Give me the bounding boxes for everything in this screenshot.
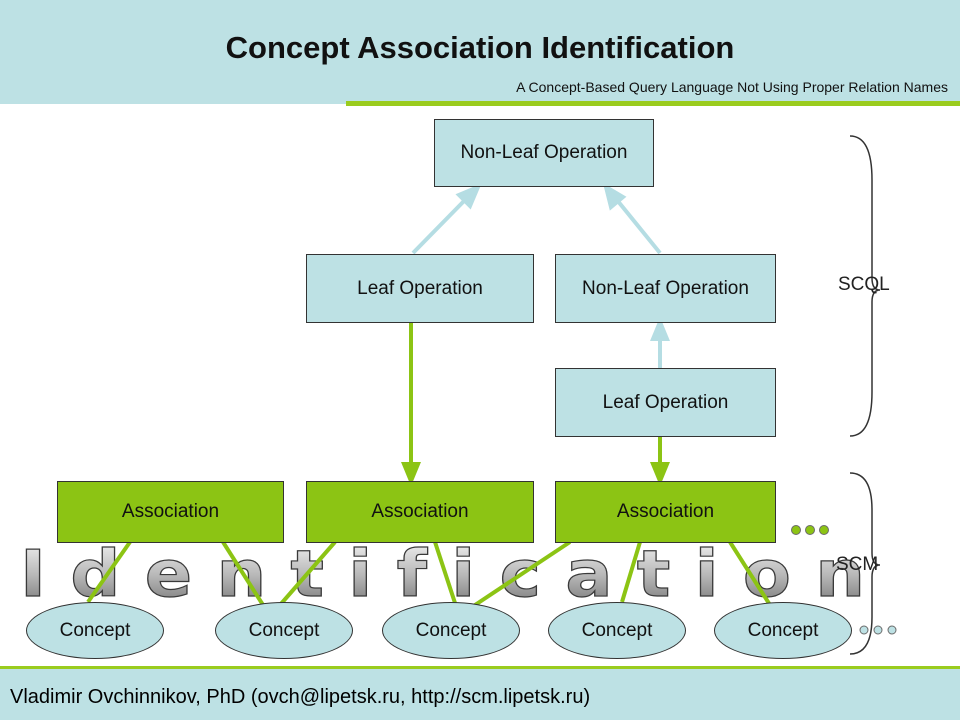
concept-ellipse-5: Concept xyxy=(714,602,852,659)
non-leaf-operation-top: Non-Leaf Operation xyxy=(434,119,654,187)
non-leaf-operation-mid: Non-Leaf Operation xyxy=(555,254,776,323)
link-a3-c3 xyxy=(470,540,572,609)
identification-watermark: I d e n t i f i c a t i o n xyxy=(20,538,865,612)
link-a3-c4 xyxy=(620,541,642,603)
concept-ellipse-4: Concept xyxy=(548,602,686,659)
author-credit: Vladimir Ovchinnikov, PhD (ovch@lipetsk.… xyxy=(10,686,591,708)
concept-ellipse-3: Concept xyxy=(382,602,520,659)
scm-brace xyxy=(849,472,881,655)
association-box-2: Association xyxy=(306,481,534,543)
association-concept-links xyxy=(86,540,772,609)
concept-label: Concept xyxy=(248,619,320,641)
upward-arrows xyxy=(411,182,670,368)
arrow-leaf-to-top xyxy=(411,198,467,255)
association-label: Association xyxy=(121,501,220,522)
non-leaf-operation-top-label: Non-Leaf Operation xyxy=(460,142,628,163)
link-a2-c2 xyxy=(278,540,337,607)
header-band xyxy=(0,0,960,104)
leaf-operation-right-label: Leaf Operation xyxy=(602,391,729,413)
leaf-operation-left: Leaf Operation xyxy=(306,254,534,323)
concept-label: Concept xyxy=(747,619,819,641)
slide-subtitle: A Concept-Based Query Language Not Using… xyxy=(516,79,948,95)
downward-arrows xyxy=(401,322,670,487)
concept-ellipsis xyxy=(859,625,897,635)
concept-ellipse-1: Concept xyxy=(26,602,164,659)
scm-label: SCM xyxy=(836,554,879,575)
arrow-nonleaf-to-top xyxy=(615,198,662,255)
leaf-operation-right: Leaf Operation xyxy=(555,368,776,437)
association-label: Association xyxy=(616,501,715,522)
concept-label: Concept xyxy=(415,619,487,641)
slide-title: Concept Association Identification xyxy=(225,30,735,65)
association-ellipsis xyxy=(791,525,829,535)
concept-label: Concept xyxy=(59,619,131,641)
footer-band xyxy=(0,669,960,720)
concept-ellipse-2: Concept xyxy=(215,602,353,659)
link-a1-c2 xyxy=(221,540,265,607)
association-box-3: Association xyxy=(555,481,776,543)
scql-label: SCQL xyxy=(838,274,890,295)
leaf-operation-left-label: Leaf Operation xyxy=(357,277,483,299)
link-a3-c5 xyxy=(728,540,772,607)
non-leaf-operation-mid-label: Non-Leaf Operation xyxy=(582,277,749,299)
header-rule xyxy=(346,101,960,106)
association-box-1: Association xyxy=(57,481,284,543)
footer-rule xyxy=(0,666,960,670)
link-a2-c3 xyxy=(433,541,457,604)
link-a1-c1 xyxy=(86,540,132,604)
concept-label: Concept xyxy=(581,619,653,641)
scql-brace xyxy=(849,135,881,437)
association-label: Association xyxy=(371,501,469,522)
